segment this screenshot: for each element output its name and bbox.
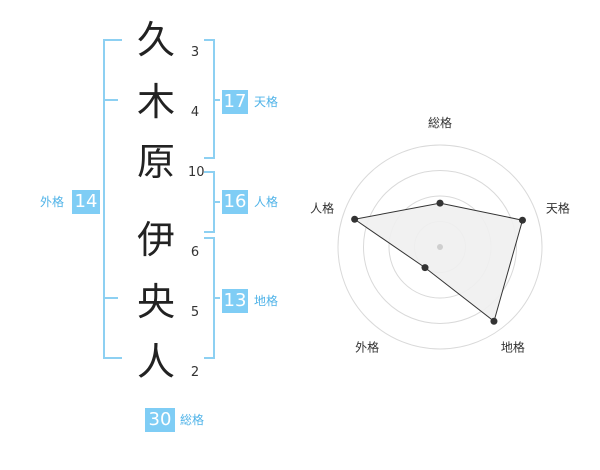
name-char-4: 伊 bbox=[136, 218, 175, 262]
radar-ring-4 bbox=[337, 144, 543, 350]
soukaku-value: 30 bbox=[145, 408, 175, 432]
radar-axis-label-2: 天格 bbox=[546, 201, 570, 216]
chikaku-label: 地格 bbox=[254, 294, 279, 308]
chikaku-value: 13 bbox=[222, 289, 248, 313]
radar-ring-3 bbox=[363, 170, 517, 324]
radar-axis-label-3: 地格 bbox=[501, 339, 525, 354]
gaikaku-value: 14 bbox=[72, 190, 100, 214]
name-char-6: 人 bbox=[136, 340, 175, 384]
name-char-5: 央 bbox=[136, 280, 175, 324]
jinkaku-label: 人格 bbox=[254, 195, 279, 209]
radar-point-4 bbox=[421, 264, 429, 272]
stroke-count-5: 5 bbox=[190, 305, 200, 320]
radar-axis-label-4: 外格 bbox=[355, 339, 379, 354]
jinkaku-value: 16 bbox=[222, 190, 248, 214]
tenkaku-value: 17 bbox=[222, 90, 248, 114]
name-char-3: 原 bbox=[136, 140, 175, 184]
radar-axis-label-5: 人格 bbox=[310, 201, 334, 216]
radar-point-1 bbox=[436, 199, 444, 207]
soukaku-label: 総格 bbox=[180, 413, 205, 427]
name-char-2: 木 bbox=[136, 80, 175, 124]
gaikaku-bracket bbox=[103, 39, 122, 359]
radar-center-dot bbox=[437, 244, 443, 250]
stroke-count-2: 4 bbox=[190, 105, 200, 120]
radar-point-3 bbox=[490, 317, 498, 325]
stroke-count-4: 6 bbox=[190, 245, 200, 260]
radar-data-polygon bbox=[353, 202, 524, 323]
gaikaku-label: 外格 bbox=[40, 195, 65, 209]
radar-axis-label-1: 総格 bbox=[428, 115, 452, 130]
radar-point-5 bbox=[351, 215, 359, 223]
stroke-count-6: 2 bbox=[190, 365, 200, 380]
name-char-1: 久 bbox=[136, 18, 175, 62]
stroke-count-1: 3 bbox=[190, 45, 200, 60]
tenkaku-label: 天格 bbox=[254, 95, 279, 109]
radar-point-2 bbox=[518, 216, 526, 224]
stroke-count-3: 10 bbox=[188, 165, 205, 180]
